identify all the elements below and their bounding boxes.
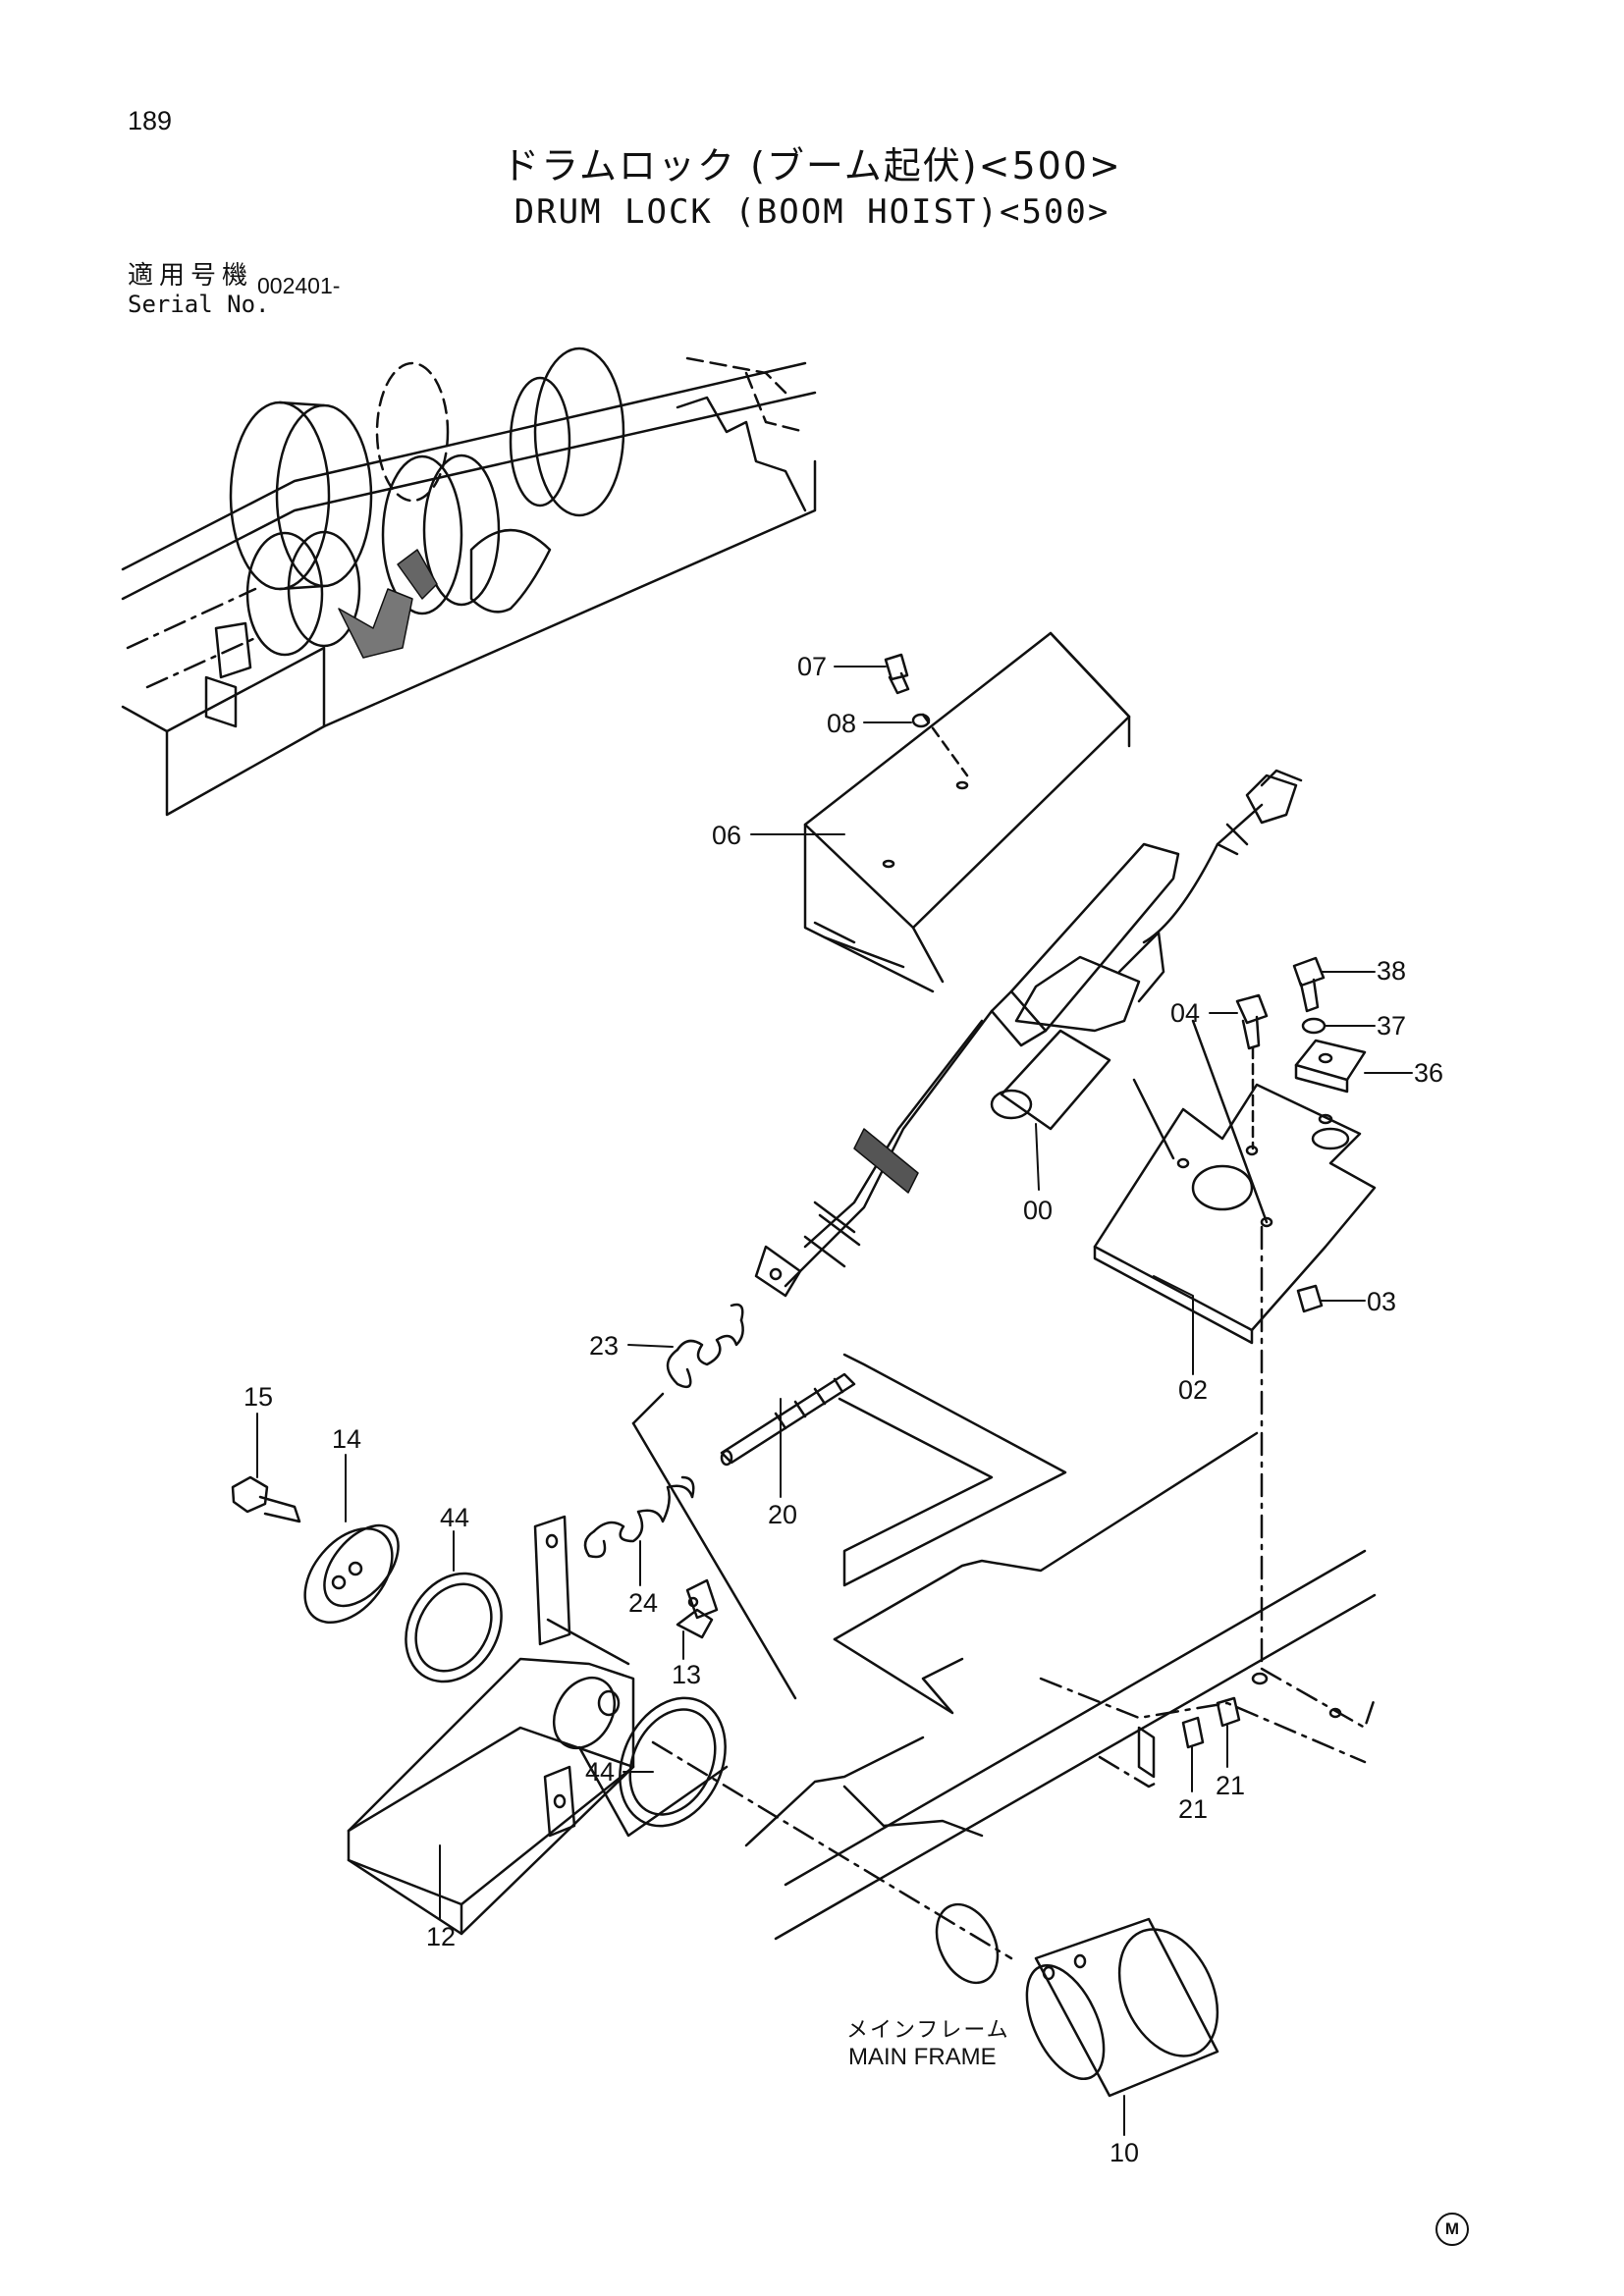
- lever-part-12: [347, 1515, 635, 1936]
- cylinder-part-10: [935, 1902, 1219, 2098]
- spring-part-23: [666, 1303, 744, 1389]
- callout-20: 20: [768, 1500, 797, 1529]
- callout-10: 10: [1110, 2138, 1139, 2167]
- nut-part-21: [1181, 1696, 1241, 1749]
- washer-part-44-center: [619, 1696, 727, 1828]
- grease-nipple-part-13: [676, 1578, 719, 1639]
- bolt-part-07: [884, 653, 910, 695]
- bracket-part-36: [1294, 1039, 1367, 1125]
- serial-label-english: Serial No.: [128, 291, 270, 318]
- spring-part-24: [583, 1475, 695, 1559]
- mounting-plate-part-02: [1093, 1019, 1377, 1345]
- callout-21-right: 21: [1216, 1771, 1245, 1800]
- actuator-part-00: [990, 769, 1303, 1131]
- callout-15: 15: [244, 1382, 273, 1412]
- callout-37: 37: [1377, 1011, 1406, 1041]
- washer-part-14: [303, 1523, 400, 1625]
- callout-21-left: 21: [1178, 1794, 1208, 1824]
- callout-36: 36: [1414, 1058, 1443, 1088]
- callout-14: 14: [332, 1424, 361, 1454]
- callout-02: 02: [1178, 1375, 1208, 1405]
- bolt-part-03: [1296, 1284, 1324, 1313]
- callout-03: 03: [1367, 1287, 1396, 1316]
- callout-leader-lines: [256, 666, 1413, 2136]
- machine-overview-drawing: [121, 347, 817, 817]
- pin-part-20: [720, 1372, 856, 1467]
- main-frame-drawing: [744, 1353, 1377, 1941]
- cover-part-06: [803, 631, 1131, 993]
- callout-38: 38: [1377, 956, 1406, 986]
- corner-mark-badge: M: [1435, 2213, 1469, 2246]
- callout-labels: 07 08 06 38 04 37 36 00 03 02 23 15 14 2…: [244, 652, 1443, 2167]
- washer-part-37: [1301, 1017, 1326, 1035]
- washer-part-44-left: [405, 1572, 503, 1683]
- bolt-part-38: [1292, 956, 1326, 1013]
- control-cable: [754, 1009, 994, 1298]
- main-frame-label-japanese: メインフレーム: [846, 2018, 1010, 2043]
- page-title-english: DRUM LOCK (BOOM HOIST)<500>: [514, 192, 1110, 232]
- callout-24: 24: [628, 1588, 658, 1618]
- serial-label-japanese: 適用号機: [128, 261, 254, 291]
- callout-44-left: 44: [440, 1503, 469, 1532]
- callout-23: 23: [589, 1331, 619, 1361]
- serial-number-value: 002401-: [257, 273, 341, 298]
- main-frame-label-english: MAIN FRAME: [848, 2044, 997, 2070]
- callout-13: 13: [672, 1660, 701, 1689]
- callout-12: 12: [426, 1922, 456, 1951]
- callout-06: 06: [712, 821, 741, 850]
- bolt-part-15: [231, 1475, 301, 1523]
- callout-07: 07: [797, 652, 827, 681]
- page-title-japanese: ドラムロック (ブーム起伏)<500>: [502, 144, 1122, 187]
- bolt-part-04: [1235, 993, 1269, 1150]
- callout-00: 00: [1023, 1196, 1053, 1225]
- page-number: 189: [128, 106, 173, 135]
- washer-part-08: [911, 713, 931, 728]
- callout-44-center: 44: [585, 1757, 615, 1787]
- callout-04: 04: [1170, 998, 1200, 1028]
- callout-08: 08: [827, 709, 856, 738]
